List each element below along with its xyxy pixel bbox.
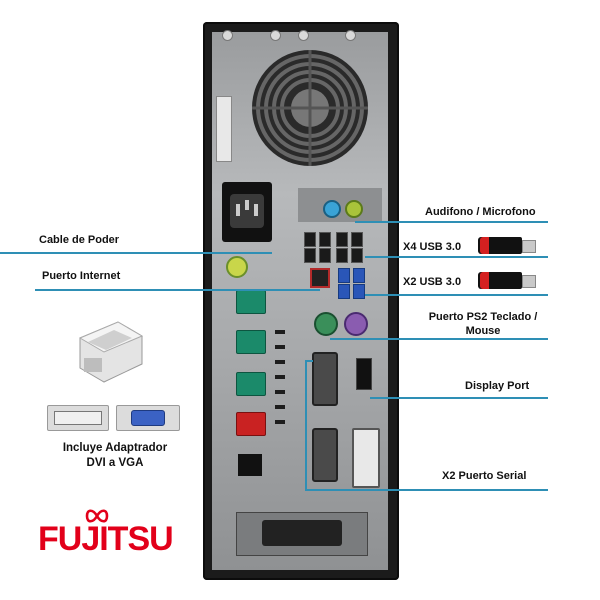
vent-slot (275, 330, 285, 334)
screw-icon (222, 30, 233, 41)
adapter-caption-line2: DVI a VGA (86, 457, 144, 469)
vent-slot (275, 390, 285, 394)
vent-slot (275, 345, 285, 349)
usb-port (336, 248, 348, 263)
parallel-port-icon (262, 520, 342, 546)
screw-icon (345, 30, 356, 41)
callout-line (305, 489, 335, 491)
screw-icon (298, 30, 309, 41)
label-puerto-internet: Puerto Internet (42, 270, 121, 282)
microphone-jack-icon (345, 200, 363, 218)
ps2-mouse-port-icon (314, 312, 338, 336)
label-x2-usb: X2 USB 3.0 (403, 276, 462, 288)
callout-line (332, 489, 548, 491)
display-port-icon (356, 358, 372, 390)
callout-line (35, 289, 320, 291)
serial-port-icon (312, 428, 338, 482)
usb-stick-icon (478, 237, 536, 254)
usb-stick-icon (478, 272, 536, 289)
label-audifono: Audifono / Microfono (425, 206, 536, 218)
serial-sticker (216, 96, 232, 162)
ethernet-port-icon (310, 268, 330, 288)
usb-port (319, 248, 331, 263)
ps2-keyboard-port-icon (344, 312, 368, 336)
usb-port (319, 232, 331, 247)
fujitsu-infinity-icon (85, 509, 109, 523)
powered-usb-connector (236, 412, 266, 436)
label-display-port: Display Port (465, 380, 530, 392)
usb-port (351, 248, 363, 263)
adapter-caption-line1: Incluye Adaptrador (62, 442, 168, 454)
label-ps2: Puerto PS2 Teclado / Mouse (418, 310, 548, 338)
power-socket-icon (222, 182, 272, 242)
callout-line (365, 294, 548, 296)
label-cable-poder: Cable de Poder (39, 234, 120, 246)
usb-port (351, 232, 363, 247)
callout-line (370, 397, 548, 399)
fujitsu-logo: FUJITSU (38, 520, 174, 558)
dvi-connector-icon (47, 405, 109, 431)
usb3-port (353, 284, 365, 299)
vent-slot (275, 360, 285, 364)
usb-port (304, 248, 316, 263)
vent-slot (275, 405, 285, 409)
vga-connector-icon (116, 405, 180, 431)
callout-line (365, 256, 548, 258)
usb3-port (353, 268, 365, 283)
ground-screw-icon (226, 256, 248, 278)
vent-slot (275, 375, 285, 379)
dvi-vga-adapter-icon (78, 321, 144, 383)
callout-line (330, 338, 548, 340)
powered-usb-connector (236, 372, 266, 396)
headphone-jack-icon (323, 200, 341, 218)
fan-icon (252, 50, 368, 166)
powered-usb-connector (236, 290, 266, 314)
callout-line (0, 252, 272, 254)
powered-usb-connector (236, 330, 266, 354)
callout-line (305, 360, 313, 362)
usb-port (336, 232, 348, 247)
usb-port (304, 232, 316, 247)
port-block (238, 454, 262, 476)
label-ps2-line2: Mouse (465, 325, 501, 337)
label-x4-usb: X4 USB 3.0 (403, 241, 462, 253)
label-ps2-line1: Puerto PS2 Teclado / (428, 311, 538, 323)
screw-icon (270, 30, 281, 41)
vent-slot (275, 420, 285, 424)
serial-port-icon (312, 352, 338, 406)
dvi-port-icon (352, 428, 380, 488)
usb3-port (338, 268, 350, 283)
usb3-port (338, 284, 350, 299)
label-serial: X2 Puerto Serial (442, 470, 527, 482)
callout-line (355, 221, 548, 223)
callout-line (305, 360, 307, 490)
adapter-caption: Incluye Adaptrador DVI a VGA (55, 441, 175, 471)
